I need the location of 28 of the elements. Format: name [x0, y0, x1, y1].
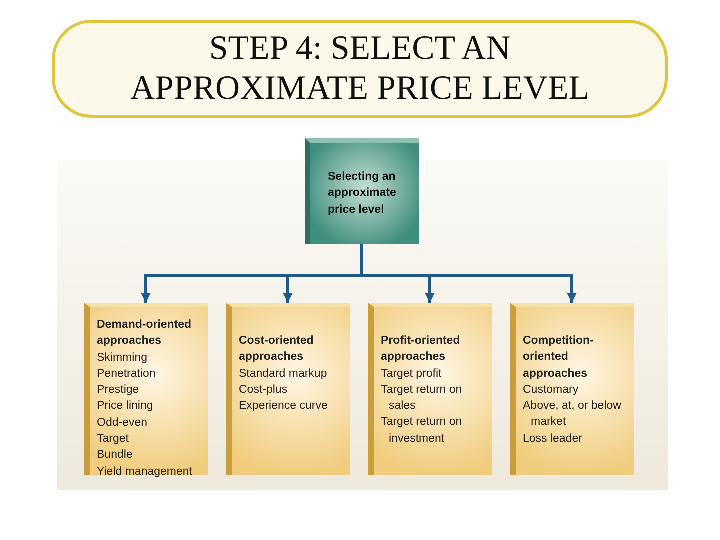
list-item: Skimming	[97, 350, 148, 366]
connector-arrow	[360, 244, 577, 303]
list-item: Standard markup	[239, 366, 328, 382]
category-box	[510, 303, 634, 475]
box-heading: Profit-oriented approaches	[381, 334, 462, 366]
list-item: Price lining	[97, 399, 154, 414]
box-heading: Cost-oriented approaches	[239, 334, 315, 366]
list-item: Prestige	[97, 383, 140, 398]
list-item: Customary	[523, 382, 580, 398]
list-item: Cost-plus	[239, 382, 289, 398]
box-heading: Competition-oriented approaches	[523, 334, 595, 382]
list-item: Target	[97, 432, 130, 448]
box-heading: Demand-oriented approaches	[97, 318, 193, 350]
list-item: Odd-even	[97, 416, 149, 431]
list-item: Loss leader	[523, 432, 584, 447]
process-box	[305, 138, 419, 244]
category-box	[226, 303, 350, 475]
list-item: Bundle	[97, 448, 134, 464]
list-item: Experience curve	[239, 399, 329, 414]
category-box	[368, 303, 492, 475]
box-heading: Selecting an approximate price level	[328, 170, 398, 218]
list-item: Target profit	[381, 366, 443, 382]
list-item: Above, at, or below market	[523, 399, 622, 430]
list-item: Penetration	[97, 366, 157, 382]
list-item: Yield management	[97, 464, 194, 480]
title-banner: STEP 4: SELECT AN APPROXIMATE PRICE LEVEL	[52, 20, 668, 118]
list-item: Target return on investment	[381, 415, 464, 447]
list-item: Target return on sales	[381, 382, 464, 414]
